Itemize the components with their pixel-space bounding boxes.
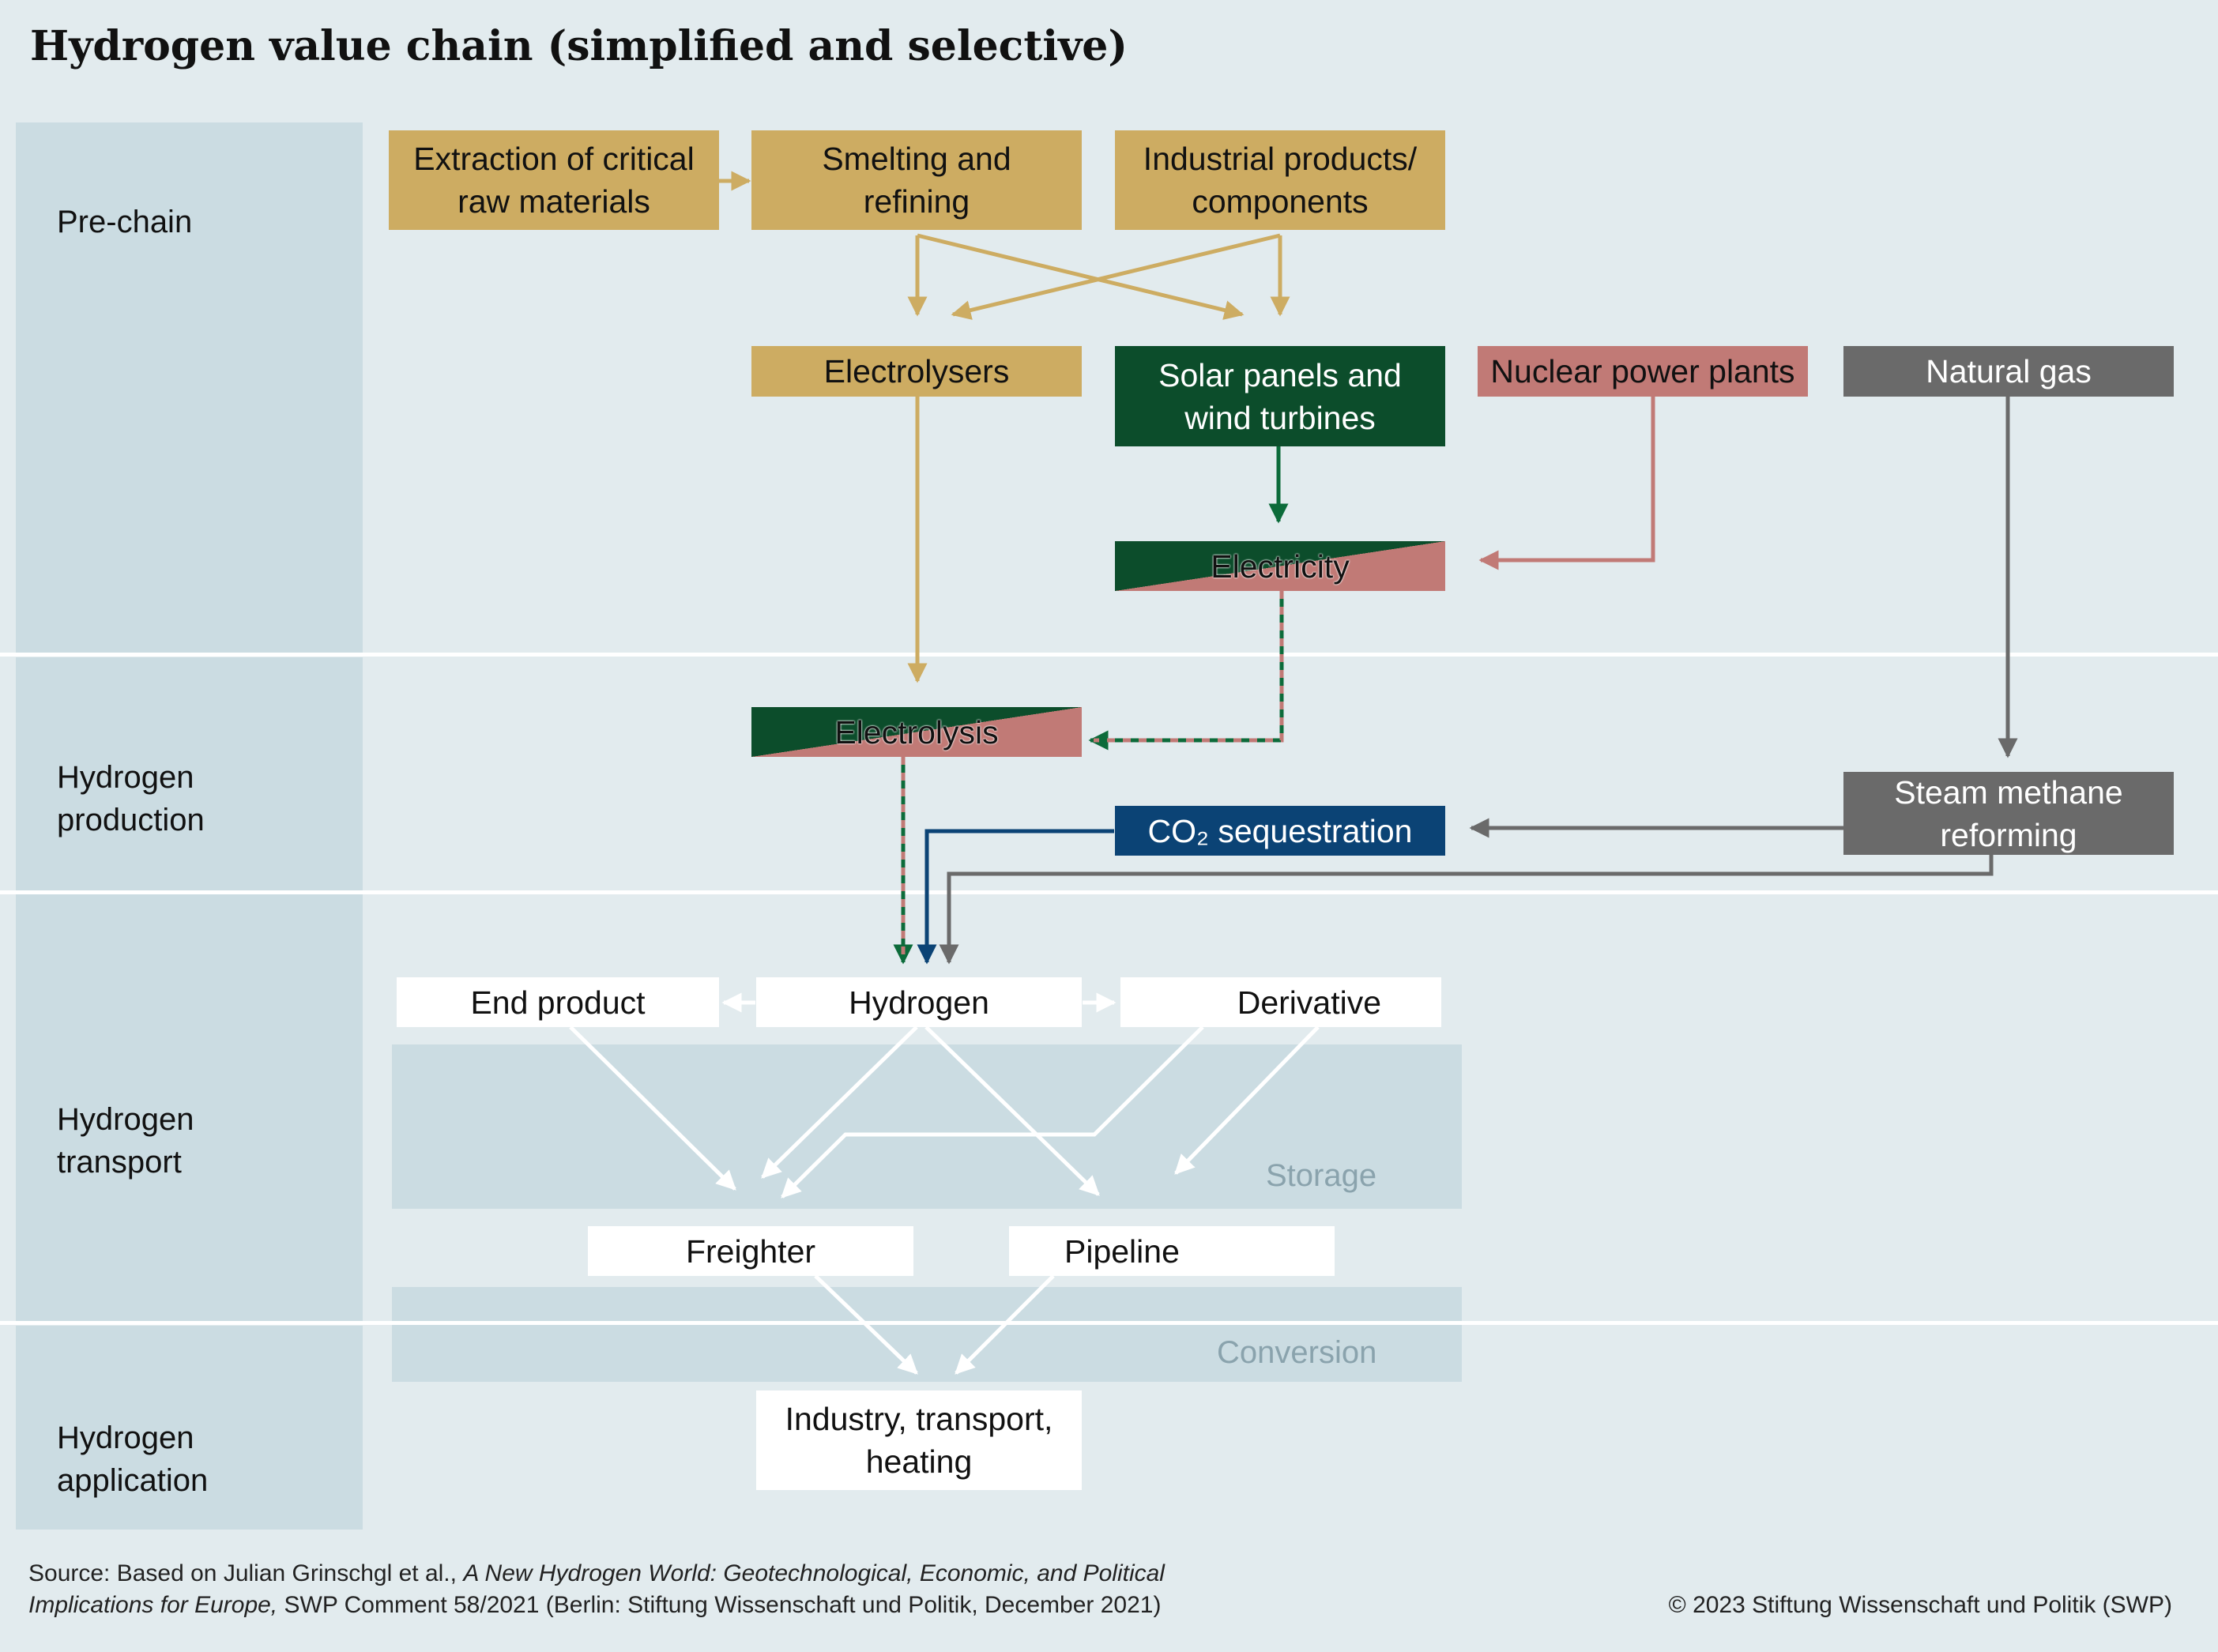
stage-label-application-line1: Hydrogen: [57, 1421, 194, 1455]
arrow-end-product-to-freighter: [569, 1025, 736, 1191]
electrolysis-box: Electrolysis: [751, 707, 1082, 757]
end-product-box: End product: [397, 977, 719, 1027]
industrial-line1: Industrial products/: [1143, 141, 1418, 177]
arrow-smelting-to-solar: [917, 233, 1245, 320]
freighter-box: Freighter: [588, 1226, 913, 1276]
nuclear-box: Nuclear power plants: [1478, 346, 1808, 397]
hydrogen-box: Hydrogen: [756, 977, 1082, 1027]
solar-line1: Solar panels and: [1158, 356, 1402, 393]
solar-line2: wind turbines: [1184, 399, 1376, 436]
arrow-freighter-to-application: [814, 1274, 918, 1375]
storage-label: Storage: [1266, 1158, 1377, 1193]
stage-band-production: [16, 657, 363, 890]
stage-label-transport-line1: Hydrogen: [57, 1102, 194, 1137]
smelting-line2: refining: [863, 183, 970, 220]
conversion-panel: [392, 1287, 1462, 1382]
co2-sequestration-box: CO₂ sequestration: [1115, 806, 1445, 856]
solar-wind-box: Solar panels and wind turbines: [1115, 346, 1445, 446]
stage-label-application-line2: application: [57, 1463, 209, 1498]
natural-gas-box: Natural gas: [1843, 346, 2174, 397]
separator-3: [0, 1321, 2218, 1325]
copyright: © 2023 Stiftung Wissenschaft und Politik…: [1668, 1592, 2172, 1618]
steam-line2: reforming: [1940, 816, 2077, 853]
steam-line1: Steam methane: [1894, 773, 2123, 811]
stage-band-prechain: [16, 122, 363, 653]
stage-label-production-line1: Hydrogen: [57, 760, 194, 795]
stage-band-application: [16, 1326, 363, 1530]
electrolysers-box: Electrolysers: [751, 346, 1082, 397]
stage-label-application: Hydrogen application: [57, 1417, 208, 1502]
storage-panel: [392, 1044, 1462, 1209]
pipeline-box: Pipeline: [1009, 1226, 1335, 1276]
arrow-co2-to-hydrogen: [917, 829, 1114, 965]
arrow-derivative-to-freighter: [781, 1025, 1204, 1199]
conversion-label: Conversion: [1217, 1335, 1377, 1370]
extraction-line2: raw materials: [458, 183, 650, 220]
page-title: Hydrogen value chain (simplified and sel…: [30, 22, 1128, 70]
steam-reforming-box: Steam methane reforming: [1843, 772, 2174, 855]
smelting-line1: Smelting and: [822, 141, 1011, 177]
extraction-box: Extraction of critical raw materials: [389, 130, 719, 230]
source-line1: Source: Based on Julian Grinschgl et al.…: [28, 1558, 1530, 1590]
application-box: Industry, transport, heating: [756, 1390, 1082, 1490]
derivative-label: Derivative: [1237, 984, 1381, 1021]
industrial-products-box: Industrial products/ components: [1115, 130, 1445, 230]
pipeline-label: Pipeline: [1064, 1232, 1180, 1270]
smelting-box: Smelting and refining: [751, 130, 1082, 230]
extraction-line1: Extraction of critical: [413, 141, 695, 177]
stage-label-transport: Hydrogen transport: [57, 1098, 194, 1183]
source-line2: Implications for Europe, SWP Comment 58/…: [28, 1590, 1530, 1621]
arrow-electricity-to-electrolysis: [1088, 591, 1284, 751]
arrow-hydrogen-to-pipeline: [924, 1025, 1100, 1196]
source-note: Source: Based on Julian Grinschgl et al.…: [28, 1558, 1530, 1621]
stage-label-production-line2: production: [57, 803, 205, 837]
arrow-steam-to-hydrogen: [939, 855, 1994, 965]
arrow-pipeline-to-application: [955, 1274, 1055, 1375]
application-line1: Industry, transport,: [785, 1401, 1053, 1437]
source-title-1: A New Hydrogen World: Geotechnological, …: [463, 1560, 1165, 1586]
source-prefix: Source: Based on Julian Grinschgl et al.…: [28, 1560, 464, 1586]
application-line2: heating: [865, 1443, 973, 1480]
derivative-box: Derivative: [1120, 977, 1441, 1027]
arrow-hydrogen-to-freighter: [761, 1025, 918, 1179]
stage-label-prechain-text: Pre-chain: [57, 205, 193, 239]
stage-label-prechain: Pre-chain: [57, 201, 192, 243]
separator-1: [0, 653, 2218, 657]
stage-band-transport: [16, 894, 363, 1322]
source-title-2: Implications for Europe,: [28, 1592, 278, 1618]
electricity-box: Electricity: [1115, 541, 1445, 591]
separator-2: [0, 890, 2218, 894]
stage-label-production: Hydrogen production: [57, 756, 205, 841]
industrial-line2: components: [1192, 183, 1369, 220]
stage-label-transport-line2: transport: [57, 1145, 182, 1180]
arrow-nuclear-to-electricity: [1478, 397, 1655, 570]
arrow-industrial-to-electrolysers: [951, 233, 1281, 320]
source-rest: SWP Comment 58/2021 (Berlin: Stiftung Wi…: [277, 1592, 1162, 1618]
arrow-derivative-to-storage: [1174, 1025, 1320, 1175]
